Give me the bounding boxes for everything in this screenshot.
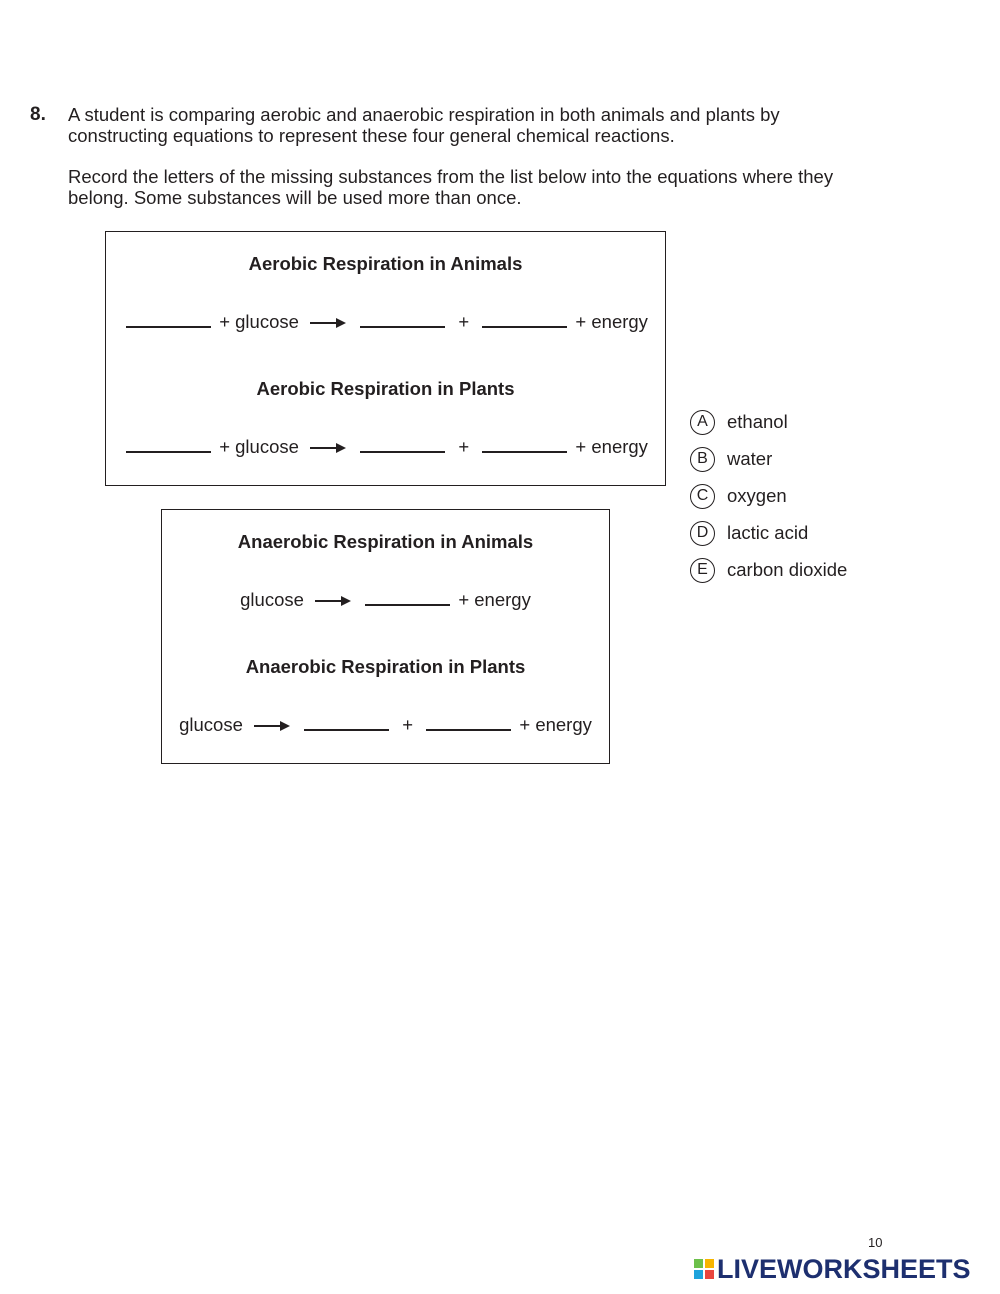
logo-text: LIVEWORKSHEETS [717, 1253, 971, 1284]
answer-blank[interactable] [426, 711, 512, 731]
anaerobic-animals-equation: glucose + energy [162, 586, 609, 611]
option-text: ethanol [727, 411, 788, 432]
plus-sign: + [458, 436, 470, 457]
answer-blank[interactable] [126, 433, 212, 453]
option-letter-circle: C [690, 484, 715, 509]
energy-label: + energy [575, 311, 648, 332]
answer-blank[interactable] [304, 711, 390, 731]
aerobic-animals-title: Aerobic Respiration in Animals [248, 253, 523, 274]
aerobic-animals-equation: + glucose + + energy [106, 308, 665, 333]
energy-label: + energy [575, 436, 648, 457]
reactant-label: glucose [179, 714, 243, 735]
option-letter-circle: B [690, 447, 715, 472]
logo-tile [705, 1259, 714, 1268]
answer-blank[interactable] [126, 308, 212, 328]
arrow-right-icon [310, 317, 347, 329]
answer-blank[interactable] [482, 308, 568, 328]
question-instruction: Record the letters of the missing substa… [68, 166, 834, 208]
liveworksheets-logo[interactable]: LIVEWORKSHEETS [694, 1254, 971, 1284]
anaerobic-plants-title: Anaerobic Respiration in Plants [245, 656, 526, 677]
answer-blank[interactable] [360, 308, 446, 328]
logo-tile [694, 1270, 703, 1279]
logo-tile [694, 1259, 703, 1268]
page-number: 10 [868, 1235, 883, 1250]
arrow-right-icon [315, 595, 352, 607]
anaerobic-plants-equation: glucose + + energy [162, 711, 609, 736]
plus-sign: + [402, 714, 414, 735]
option-text: lactic acid [727, 522, 809, 543]
option-letter-circle: A [690, 410, 715, 435]
option-text: water [727, 448, 773, 469]
option-text: oxygen [727, 485, 787, 506]
arrow-right-icon [254, 720, 290, 732]
arrow-right-icon [310, 442, 347, 454]
answer-blank[interactable] [360, 433, 446, 453]
reactant-label: glucose [240, 589, 304, 610]
anaerobic-equations-box: Anaerobic Respiration in Animals glucose… [161, 509, 610, 764]
option-text: carbon dioxide [727, 559, 848, 580]
plus-sign: + [458, 311, 470, 332]
aerobic-plants-equation: + glucose + + energy [106, 433, 665, 458]
aerobic-equations-box: Aerobic Respiration in Animals + glucose… [105, 231, 666, 486]
answer-blank[interactable] [482, 433, 568, 453]
logo-tile [705, 1270, 714, 1279]
question-number: 8. [30, 104, 46, 125]
energy-label: + energy [519, 714, 592, 735]
answer-blank[interactable] [365, 586, 451, 606]
option-letter-circle: E [690, 558, 715, 583]
logo-tiles-icon [694, 1259, 714, 1279]
reactant-label: + glucose [219, 311, 299, 332]
question-intro: A student is comparing aerobic and anaer… [68, 104, 780, 146]
aerobic-plants-title: Aerobic Respiration in Plants [256, 378, 515, 399]
anaerobic-animals-title: Anaerobic Respiration in Animals [237, 531, 534, 552]
energy-label: + energy [458, 589, 531, 610]
option-letter-circle: D [690, 521, 715, 546]
reactant-label: + glucose [219, 436, 299, 457]
